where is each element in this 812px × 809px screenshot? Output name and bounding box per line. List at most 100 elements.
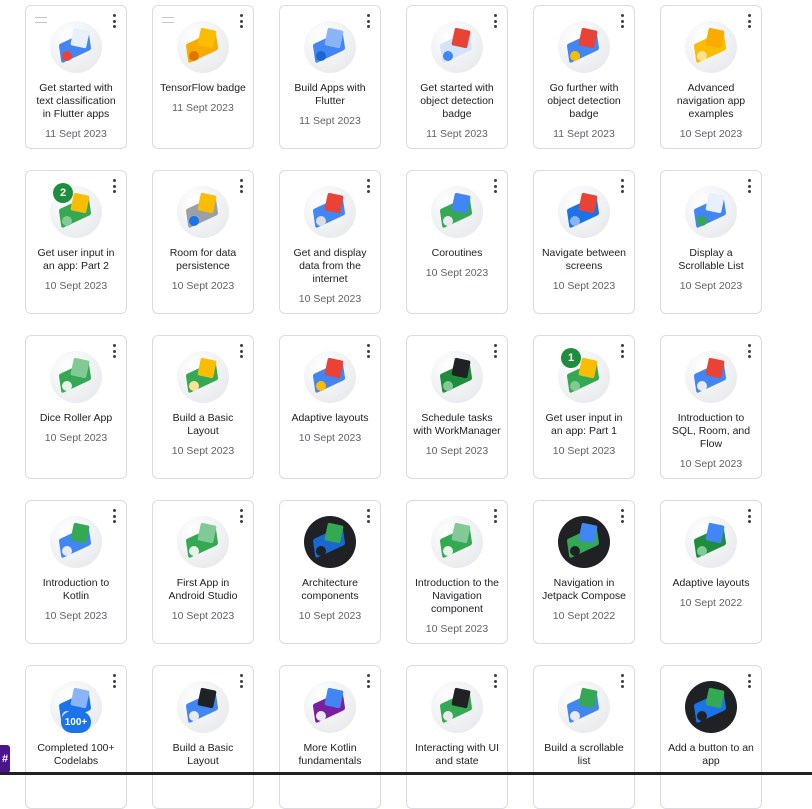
more-options-icon[interactable]	[110, 509, 118, 523]
badge-date: 11 Sept 2023	[172, 102, 234, 114]
more-options-icon[interactable]	[491, 14, 499, 28]
badge-card[interactable]: Navigate between screens 10 Sept 2023	[533, 170, 635, 314]
more-options-icon[interactable]	[745, 179, 753, 193]
badge-card[interactable]: Build a scrollable list	[533, 665, 635, 809]
badge-date: 10 Sept 2023	[44, 432, 108, 444]
badge-card[interactable]: Coroutines 10 Sept 2023	[406, 170, 508, 314]
badge-date: 10 Sept 2023	[171, 610, 235, 622]
database-icon	[177, 186, 229, 238]
more-options-icon[interactable]	[237, 344, 245, 358]
more-options-icon[interactable]	[237, 14, 245, 28]
tensorflow-icon	[177, 21, 229, 73]
more-options-icon[interactable]	[110, 674, 118, 688]
more-options-icon[interactable]	[110, 344, 118, 358]
more-options-icon[interactable]	[618, 14, 626, 28]
more-options-icon[interactable]	[491, 179, 499, 193]
more-options-icon[interactable]	[110, 14, 118, 28]
drag-handle-icon[interactable]	[162, 17, 174, 23]
badge-date: 10 Sept 2023	[425, 267, 489, 279]
more-options-icon[interactable]	[364, 674, 372, 688]
more-options-icon[interactable]	[745, 509, 753, 523]
more-options-icon[interactable]	[364, 14, 372, 28]
badge-card[interactable]: Get started with text classification in …	[25, 5, 127, 149]
more-options-icon[interactable]	[618, 674, 626, 688]
more-options-icon[interactable]	[491, 344, 499, 358]
more-options-icon[interactable]	[237, 509, 245, 523]
badge-number: 1	[561, 348, 581, 368]
more-options-icon[interactable]	[237, 179, 245, 193]
more-options-icon[interactable]	[364, 509, 372, 523]
badge-date: 10 Sept 2023	[298, 610, 362, 622]
basic-layout-android-icon	[177, 681, 229, 733]
adaptive-layouts-icon	[304, 351, 356, 403]
badge-card[interactable]: Add a button to an app	[660, 665, 762, 809]
badge-title: More Kotlin fundamentals	[298, 742, 362, 767]
badge-date: 10 Sept 2023	[552, 280, 616, 292]
more-options-icon[interactable]	[618, 344, 626, 358]
badge-date: 10 Sept 2023	[44, 610, 108, 622]
badge-date: 10 Sept 2023	[171, 445, 235, 457]
badge-date: 10 Sept 2023	[552, 445, 616, 457]
badge-card[interactable]: Advanced navigation app examples 10 Sept …	[660, 5, 762, 149]
more-options-icon[interactable]	[491, 509, 499, 523]
drag-handle-icon[interactable]	[35, 17, 47, 23]
android-studio-icon	[177, 516, 229, 568]
more-options-icon[interactable]	[745, 14, 753, 28]
more-options-icon[interactable]	[237, 674, 245, 688]
badge-title: Coroutines	[431, 247, 483, 259]
badge-title: Navigate between screens	[541, 247, 627, 272]
badge-card[interactable]: Build a Basic Layout	[152, 665, 254, 809]
compose-navigation-icon	[558, 516, 610, 568]
adaptive-devices-icon	[685, 516, 737, 568]
ui-state-icon	[431, 681, 483, 733]
more-options-icon[interactable]	[745, 674, 753, 688]
side-tab[interactable]: #	[0, 745, 10, 773]
more-options-icon[interactable]	[618, 509, 626, 523]
badge-date: 10 Sept 2023	[679, 128, 743, 140]
badge-card[interactable]: Dice Roller App 10 Sept 2023	[25, 335, 127, 479]
badge-card[interactable]: More Kotlin fundamentals	[279, 665, 381, 809]
more-options-icon[interactable]	[745, 344, 753, 358]
badge-card[interactable]: Introduction to the Navigation component…	[406, 500, 508, 644]
object-detection-advanced-icon	[558, 21, 610, 73]
more-options-icon[interactable]	[491, 674, 499, 688]
badge-title: Advanced navigation app examples	[676, 82, 746, 120]
badge-title: Get user input in an app: Part 2	[37, 247, 115, 272]
badge-date: 10 Sept 2023	[679, 280, 743, 292]
kotlin-fundamentals-icon	[304, 681, 356, 733]
badge-grid: Get started with text classification in …	[25, 5, 762, 809]
badge-card[interactable]: 100+Completed 100+ Codelabs	[25, 665, 127, 809]
badge-card[interactable]: Interacting with UI and state	[406, 665, 508, 809]
more-options-icon[interactable]	[618, 179, 626, 193]
badge-title: Navigation in Jetpack Compose	[541, 577, 627, 602]
badge-title: Go further with object detection badge	[547, 82, 621, 120]
more-options-icon[interactable]	[364, 344, 372, 358]
badge-date: 10 Sept 2023	[171, 280, 235, 292]
scrollable-list-android-icon	[558, 681, 610, 733]
more-options-icon[interactable]	[364, 179, 372, 193]
badge-title: Adaptive layouts	[672, 577, 750, 589]
coroutines-icon	[431, 186, 483, 238]
badge-title: Dice Roller App	[39, 412, 113, 424]
badge-title: Get started with object detection badge	[420, 82, 494, 120]
basic-layout-icon	[177, 351, 229, 403]
more-options-icon[interactable]	[110, 179, 118, 193]
